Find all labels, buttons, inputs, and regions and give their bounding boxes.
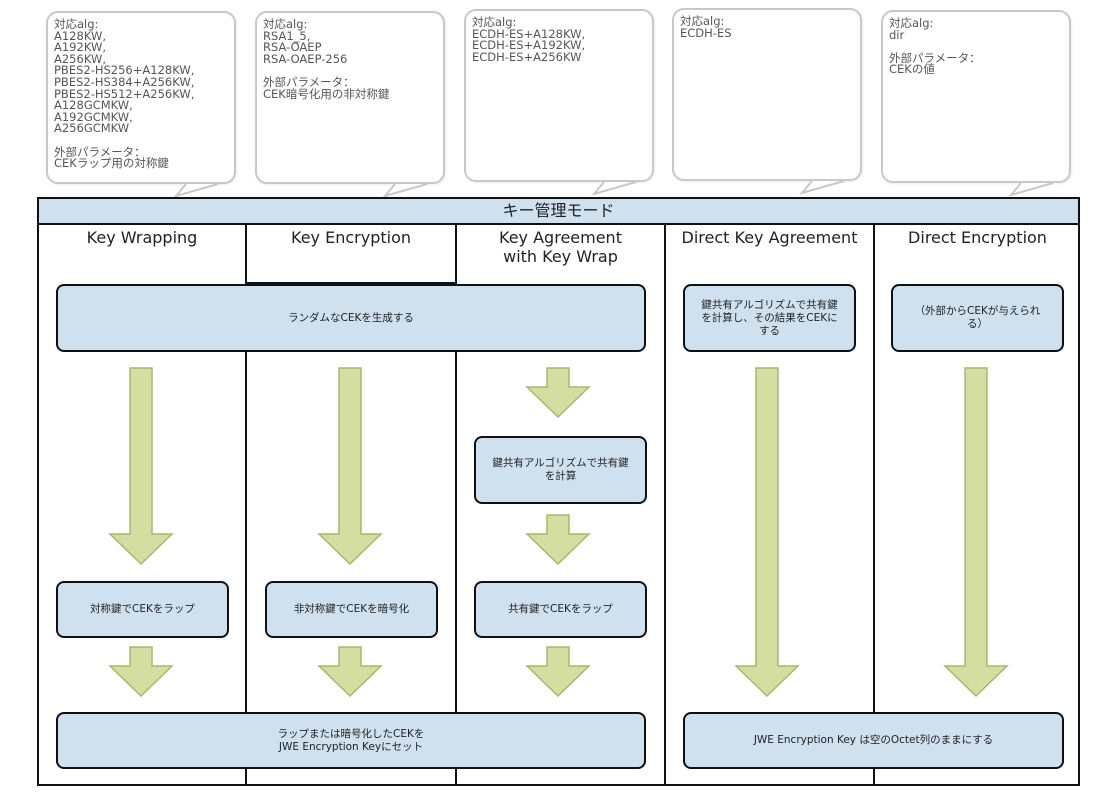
callout-key-agreement-wrap: 対応alg: ECDH-ES+A128KW, ECDH-ES+A192KW, E… (464, 9, 654, 182)
column-title-line: Direct Key Agreement (681, 228, 858, 247)
arrow-ke-short (317, 646, 383, 698)
arrow-de-long (943, 367, 1009, 698)
box-generate-cek: ランダムなCEKを生成する (56, 284, 646, 352)
column-title-line: Key Agreement (499, 228, 622, 247)
box-text: 対称鍵でCEKをラップ (90, 603, 195, 615)
box-text: 鍵共有アルゴリズムで共有鍵 を計算 (492, 457, 629, 482)
box-text: ランダムなCEKを生成する (288, 311, 414, 324)
callout-direct-key-agreement-text: 対応alg: ECDH-ES (680, 14, 732, 40)
box-text: （外部からCEKが与えられ る） (914, 305, 1041, 330)
arrow-ke-long (317, 367, 383, 566)
column-divider (664, 223, 666, 784)
arrow-kw-short (108, 646, 174, 698)
arrow-dka-long (734, 367, 800, 698)
column-title-key-encryption: Key Encryption (247, 225, 455, 268)
box-text: JWE Encryption Key は空のOctet列のままにする (753, 734, 994, 746)
box-kawkw-compute: 鍵共有アルゴリズムで共有鍵 を計算 (474, 436, 647, 504)
callout-tails (173, 180, 1054, 198)
callout-tail-3 (591, 181, 637, 196)
box-dka-compute: 鍵共有アルゴリズムで共有鍵 を計算し、その結果をCEKに する (683, 284, 856, 352)
callout-key-wrapping: 対応alg: A128KW, A192KW, A256KW, PBES2-HS2… (46, 11, 236, 184)
box-kw-wrap: 対称鍵でCEKをラップ (56, 581, 229, 638)
callout-tail-5 (1008, 182, 1054, 197)
box-empty-key: JWE Encryption Key は空のOctet列のままにする (683, 712, 1064, 769)
callout-key-agreement-wrap-text: 対応alg: ECDH-ES+A128KW, ECDH-ES+A192KW, E… (472, 15, 586, 64)
box-text: ラップまたは暗号化したCEKを JWE Encryption Keyにセット (277, 727, 425, 753)
column-title-line: Key Wrapping (86, 228, 198, 247)
column-title-line-2: with Key Wrap (503, 247, 618, 266)
callout-tail-4 (799, 180, 845, 195)
flow-arrows (108, 367, 1009, 698)
column-divider (455, 223, 457, 784)
box-ke-encrypt: 非対称鍵でCEKを暗号化 (265, 581, 438, 638)
arrow-kawkw-3 (525, 646, 591, 698)
callout-key-encryption: 対応alg: RSA1_5, RSA-OAEP RSA-OAEP-256 外部パ… (255, 11, 445, 184)
callout-direct-key-agreement: 対応alg: ECDH-ES (672, 8, 862, 181)
callout-tail-2 (382, 183, 428, 198)
box-text: 非対称鍵でCEKを暗号化 (293, 603, 410, 615)
arrow-kawkw-2 (525, 514, 591, 566)
table-header: キー管理モード (39, 199, 1078, 225)
box-kawkw-wrap: 共有鍵でCEKをラップ (474, 581, 647, 638)
column-title-key-agreement-wrap: Key Agreement with Key Wrap (457, 225, 664, 268)
callout-direct-encryption-text: 対応alg: dir 外部パラメータ： CEKの値 (889, 16, 981, 77)
column-divider (245, 223, 247, 784)
column-title-line: Direct Encryption (908, 228, 1047, 247)
box-text: 共有鍵でCEKをラップ (508, 603, 613, 615)
column-title-direct-encryption: Direct Encryption (875, 225, 1080, 268)
column-title-line: Key Encryption (291, 228, 411, 247)
column-title-key-wrapping: Key Wrapping (39, 225, 245, 268)
callout-direct-encryption: 対応alg: dir 外部パラメータ： CEKの値 (881, 10, 1071, 183)
box-de-external: （外部からCEKが与えられ る） (891, 284, 1064, 352)
title-underline (245, 282, 455, 284)
arrow-kawkw-1 (525, 367, 591, 419)
box-text: 鍵共有アルゴリズムで共有鍵 を計算し、その結果をCEKに する (701, 298, 838, 337)
column-divider (873, 223, 875, 784)
column-title-direct-key-agreement: Direct Key Agreement (666, 225, 873, 268)
callout-key-encryption-text: 対応alg: RSA1_5, RSA-OAEP RSA-OAEP-256 外部パ… (263, 17, 390, 101)
arrow-kw-long (108, 367, 174, 566)
box-set-key: ラップまたは暗号化したCEKを JWE Encryption Keyにセット (56, 712, 646, 769)
key-management-table: キー管理モード Key Wrapping Key Encryption Key … (37, 197, 1080, 786)
callout-key-wrapping-text: 対応alg: A128KW, A192KW, A256KW, PBES2-HS2… (54, 17, 195, 171)
callout-tail-1 (173, 183, 219, 198)
